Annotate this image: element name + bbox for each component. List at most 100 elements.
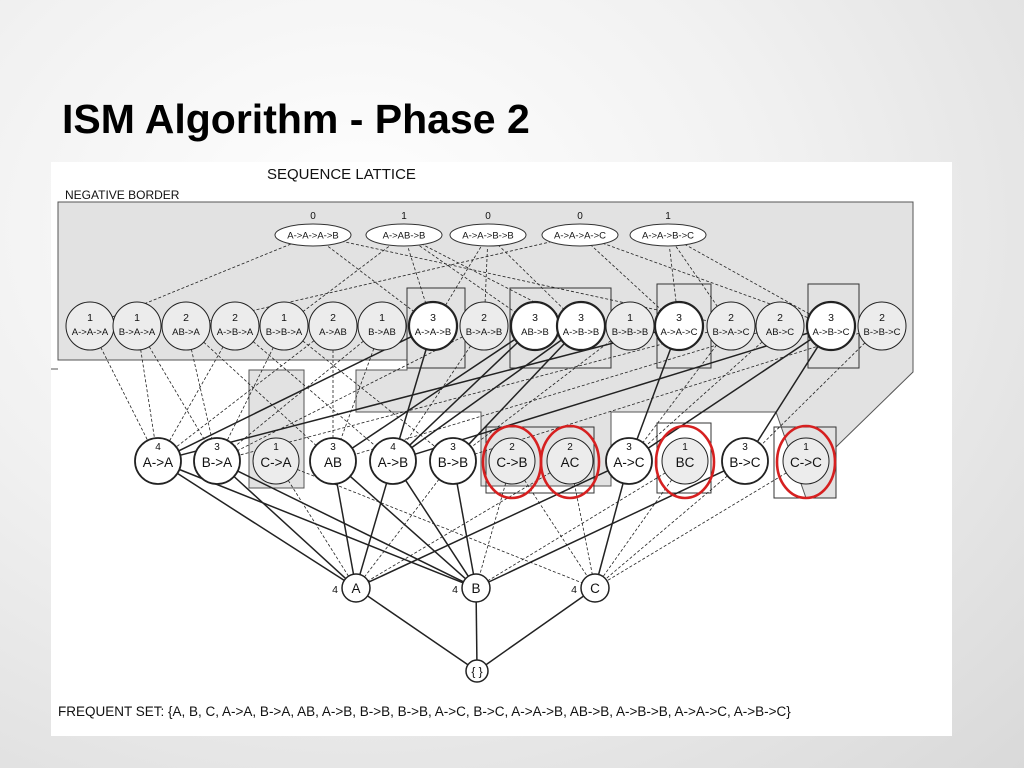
red-highlight-ring: [775, 424, 837, 500]
level3-node-count: 2: [183, 312, 189, 324]
level3-node-count: 3: [430, 312, 436, 324]
level2-node-label: B->A: [202, 455, 232, 470]
level3-node: [555, 300, 607, 352]
level1-node-label: B: [471, 581, 480, 596]
solid-edge: [176, 472, 345, 582]
dashed-edge: [479, 482, 507, 575]
level4-node: [365, 223, 443, 247]
level4-node-label: A->A->B->C: [642, 231, 694, 242]
level2-node-count: 1: [273, 442, 279, 453]
level1-node-label: C: [590, 581, 600, 596]
dashed-edge: [405, 345, 471, 443]
level1-node-label: A: [351, 581, 360, 596]
dashed-edge: [364, 479, 440, 578]
level3-node: [112, 301, 162, 351]
dashed-edge: [191, 349, 213, 439]
level3-node-count: 3: [676, 312, 682, 324]
dashed-edge: [675, 246, 718, 307]
solid-edge: [233, 475, 347, 580]
level4-node-label: A->A->B->B: [462, 231, 513, 242]
level3-node: [407, 300, 459, 352]
red-highlight-ring: [539, 424, 601, 500]
level3-node-label: A->A->B: [415, 327, 451, 338]
level3-node-count: 1: [627, 312, 633, 324]
level3-node-label: A->B->A: [217, 327, 254, 338]
solid-edge: [456, 483, 475, 575]
solid-edge: [636, 348, 672, 440]
dashed-edge: [252, 341, 376, 447]
solid-edge: [336, 483, 355, 575]
dashed-edge: [203, 341, 317, 446]
level2-node-count: 2: [509, 442, 515, 453]
level3-node-count: 1: [379, 312, 385, 324]
level4-node-count: 1: [665, 211, 671, 222]
dashed-edge: [323, 243, 415, 312]
level2-node: [193, 437, 241, 485]
level4-node-label: A->A->A->B: [287, 231, 338, 242]
level1-node: [580, 573, 610, 603]
level2-node: [309, 437, 357, 485]
dashed-edge: [445, 246, 482, 306]
dashed-edge: [474, 332, 860, 455]
level2-node: [721, 437, 769, 485]
dashed-edge: [287, 480, 349, 577]
level2-node: [369, 437, 417, 485]
dashed-edge: [416, 241, 560, 316]
solid-edge: [411, 339, 562, 449]
level2-node-count: 1: [682, 442, 688, 453]
level2-node: [429, 437, 477, 485]
level3-node-count: 3: [578, 312, 584, 324]
level3-node-label: A->AB: [319, 327, 347, 338]
level3-node: [210, 301, 260, 351]
level2-node-label: BC: [676, 455, 695, 470]
level3-node: [459, 301, 509, 351]
dashed-edge: [524, 480, 588, 577]
level3-node-count: 2: [330, 312, 336, 324]
level3-node-label: A->A->A: [72, 327, 109, 338]
level3-node: [161, 301, 211, 351]
level3-node-label: B->A->B: [466, 327, 502, 338]
level3-node-label: AB->B: [521, 327, 549, 338]
solid-edge: [597, 483, 624, 575]
level3-node-label: B->AB: [368, 327, 396, 338]
level2-node: [661, 437, 709, 485]
level3-node: [65, 301, 115, 351]
level2-node: [546, 437, 594, 485]
level2-node-label: AC: [561, 455, 580, 470]
level3-node-count: 3: [532, 312, 538, 324]
level4-node: [541, 223, 619, 247]
level3-node-count: 2: [232, 312, 238, 324]
solid-edge: [488, 470, 725, 583]
solid-edge: [349, 475, 466, 580]
dashed-edge: [642, 344, 717, 443]
dashed-edge: [415, 242, 516, 313]
level2-node-label: AB: [324, 455, 342, 470]
highlight-rings: [481, 424, 837, 500]
level2-node-count: 3: [742, 442, 748, 453]
solid-edge: [647, 338, 812, 449]
dashed-edge: [484, 248, 488, 303]
dashed-edge: [761, 342, 866, 446]
level2-node: [252, 437, 300, 485]
solid-edge: [485, 595, 584, 666]
solid-edge: [237, 470, 464, 583]
dashed-edge: [574, 483, 593, 575]
dashed-edge: [148, 346, 206, 442]
solid-edge: [351, 338, 516, 449]
level2-node-count: 3: [330, 442, 336, 453]
level1-node-count: 4: [452, 584, 458, 596]
level1-node-count: 4: [571, 584, 577, 596]
dashed-edge: [297, 469, 583, 584]
dashed-edge: [497, 244, 565, 310]
lattice-nodes: A->A->A->B0A->AB->B1A->A->B->B0A->A->A->…: [65, 211, 907, 683]
level2-node-label: A->B: [378, 455, 408, 470]
slide-title: ISM Algorithm - Phase 2: [62, 96, 530, 142]
frequent-set-text: FREQUENT SET: {A, B, C, A->A, B->A, AB, …: [58, 704, 791, 719]
solid-edge: [178, 335, 412, 452]
dashed-edge: [340, 348, 375, 440]
level3-node: [805, 300, 857, 352]
level3-node-count: 1: [87, 312, 93, 324]
lattice-title: SEQUENCE LATTICE: [267, 166, 416, 183]
level4-node-count: 1: [401, 211, 407, 222]
level3-node-label: A->A->C: [661, 327, 698, 338]
